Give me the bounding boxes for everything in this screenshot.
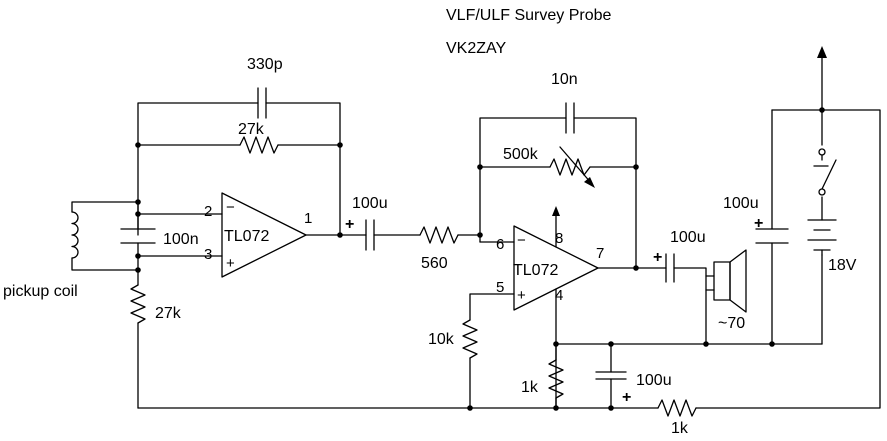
resistor-1k-upper: [657, 399, 697, 417]
power-switch[interactable]: [813, 148, 837, 196]
resistor-27k-feedback-label: 27k: [238, 121, 265, 138]
resistor-1k-lower: [548, 359, 564, 399]
opamp-1-plus: +: [226, 255, 235, 272]
capacitor-100u-output: [635, 253, 715, 283]
resistor-27k-bias-label: 27k: [155, 305, 182, 322]
opamp-1-pin-3: 3: [204, 246, 212, 263]
junction-dots: [135, 107, 825, 411]
bottom-rail: [137, 109, 881, 409]
resistor-27k-bias: [130, 284, 146, 324]
capacitor-10n-label: 10n: [551, 71, 578, 88]
opamp-1-pin-1: 1: [304, 210, 312, 227]
capacitor-100u-bypass-plus: +: [622, 389, 631, 406]
opamp-1: [137, 192, 341, 278]
capacitor-100u-supply-plus: +: [754, 215, 763, 232]
battery-18v-label: 18V: [828, 257, 857, 274]
opamp-2-pin-4: 4: [555, 287, 563, 304]
pickup-coil-inductor: [71, 211, 79, 259]
capacitor-100u-coupling-plus: +: [345, 216, 354, 233]
opamp-1-pin-2: 2: [204, 203, 212, 220]
opamp-2-plus: +: [517, 287, 526, 304]
battery-18v: [807, 219, 837, 256]
capacitor-100n: [120, 228, 156, 244]
opamp-2-label: TL072: [513, 262, 558, 279]
capacitor-100u-bypass-label: 100u: [636, 372, 672, 389]
capacitor-100u-output-label: 100u: [670, 229, 706, 246]
resistor-10k-label: 10k: [428, 331, 455, 348]
resistor-10k: [462, 319, 478, 359]
capacitor-330p-label: 330p: [247, 56, 283, 73]
opamp-1-label: TL072: [224, 228, 269, 245]
opamp-2: [469, 211, 637, 409]
potentiometer-500k-label: 500k: [503, 146, 539, 163]
opamp-2-pin-8: 8: [555, 230, 563, 247]
opamp-2-vcc-arrow: [552, 206, 560, 216]
resistor-1k-lower-label: 1k: [521, 379, 539, 396]
capacitor-100u-coupling: [339, 219, 421, 251]
capacitor-100u-supply: [755, 228, 789, 244]
resistor-560: [419, 226, 459, 244]
pickup-coil-label: pickup coil: [3, 283, 78, 300]
capacitor-100u-supply-label: 100u: [723, 195, 759, 212]
speaker-icon: [705, 249, 747, 345]
stage2-feedback-wires: [479, 117, 637, 269]
capacitor-100u-output-plus: +: [653, 249, 662, 266]
resistor-560-label: 560: [421, 255, 448, 272]
capacitor-10n: [565, 102, 575, 134]
opamp-2-pin-5: 5: [496, 279, 504, 296]
opamp-2-pin-7: 7: [596, 245, 604, 262]
opamp-2-minus: −: [517, 232, 526, 249]
potentiometer-500k: [549, 158, 591, 176]
pickup-coil-wires: [71, 201, 139, 271]
capacitor-100u-bypass: [595, 371, 627, 380]
schematic-author: VK2ZAY: [446, 40, 507, 57]
capacitor-100n-label: 100n: [163, 231, 199, 248]
stage1-feedback-wires: [137, 102, 341, 236]
opamp-1-minus: −: [226, 199, 235, 216]
capacitor-100u-coupling-label: 100u: [352, 195, 388, 212]
supply-output-arrow: [817, 46, 827, 58]
resistor-1k-upper-label: 1k: [671, 420, 689, 437]
schematic-title: VLF/ULF Survey Probe: [446, 7, 612, 24]
capacitor-330p: [257, 87, 267, 119]
opamp-2-pin-6: 6: [496, 236, 504, 253]
speaker-label: ~70: [718, 315, 745, 332]
potentiometer-500k-wiper: [559, 146, 593, 185]
potentiometer-500k-arrowhead: [584, 177, 595, 188]
resistor-27k-feedback: [239, 136, 279, 154]
